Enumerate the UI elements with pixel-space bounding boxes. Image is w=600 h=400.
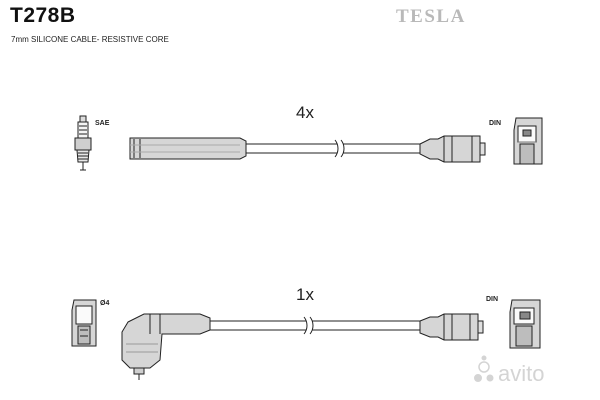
din-socket-icon	[513, 117, 543, 165]
straight-boot-bottom-right	[419, 313, 484, 341]
straight-boot-right	[419, 135, 486, 163]
bottom-quantity: 1x	[296, 285, 314, 304]
cable-bottom	[210, 316, 420, 335]
brand-logo: TESLA	[396, 6, 466, 27]
diameter-4-label: Ø4	[100, 300, 110, 307]
straight-boot-left	[129, 137, 247, 160]
din-socket-bottom-icon	[509, 299, 541, 349]
cable-top	[246, 139, 420, 158]
spark-plug-icon	[74, 115, 92, 171]
avito-watermark-icon	[474, 355, 494, 382]
din-label-bottom: DIN	[486, 296, 499, 303]
sae-label: SAE	[95, 120, 110, 127]
cable-spec: 7mm SILICONE CABLE- RESISTIVE CORE	[11, 35, 169, 44]
part-code: T278B	[10, 4, 76, 27]
watermark-text: avito	[498, 361, 545, 386]
angled-boot	[121, 313, 211, 380]
top-quantity: 4x	[296, 103, 314, 122]
din-label-top: DIN	[489, 120, 502, 127]
cap-4mm-icon	[71, 299, 97, 347]
